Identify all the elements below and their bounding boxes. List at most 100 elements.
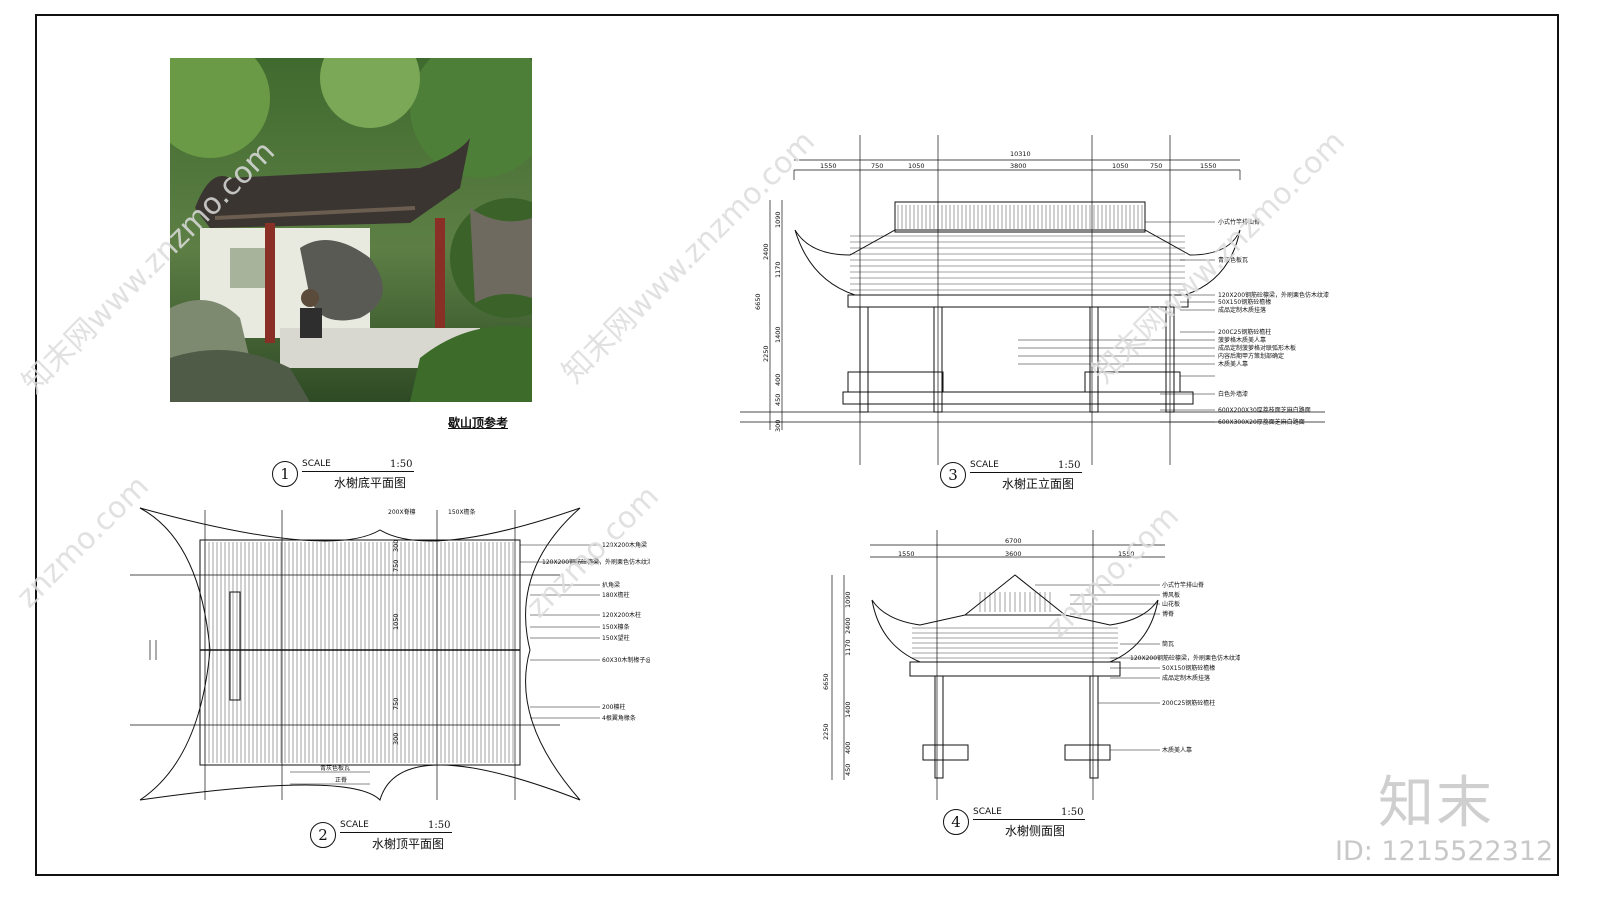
- side-note: 小式竹竿排山脊: [1162, 581, 1204, 589]
- side-note: 筒瓦: [1162, 640, 1174, 648]
- drawing-sheet-border: [35, 14, 1559, 876]
- plan-note: 正脊: [335, 776, 347, 784]
- scale-label: SCALE: [340, 820, 369, 830]
- view-title-2: 2 SCALE 1:50 水榭顶平面图: [310, 820, 460, 854]
- view-name: 水榭顶平面图: [372, 837, 445, 851]
- plan-note: 120X200木角梁: [602, 541, 647, 549]
- side-height-dim: 2250: [822, 723, 830, 740]
- scale-ratio: 1:50: [1058, 460, 1081, 471]
- front-dim: 3800: [1010, 162, 1027, 170]
- front-height-dim: 2250: [762, 345, 770, 362]
- front-note: 600X200X30厚荔枝面芝麻白路面: [1218, 406, 1311, 414]
- side-height-dim: 1090: [844, 591, 852, 608]
- front-note: 内容后期甲方策划部确定: [1218, 352, 1284, 360]
- side-height-dim: 2400: [844, 617, 852, 634]
- side-height-dim: 6650: [822, 673, 830, 690]
- plan-dim: 750: [392, 698, 400, 710]
- plan-note: 扒角梁: [602, 581, 620, 589]
- front-note: 600X300X20厚荔面芝麻白路面: [1218, 418, 1305, 426]
- brand-watermark: 知末: [1378, 771, 1494, 836]
- front-elevation-drawing: 10310 1550 750 1050 3800 1050 750 1550 1…: [740, 135, 1329, 465]
- side-dim: 1550: [1118, 550, 1135, 558]
- plan-note: 青灰色板瓦: [320, 764, 350, 772]
- view-name: 水榭侧面图: [1005, 824, 1066, 838]
- scale-ratio: 1:50: [1061, 807, 1084, 818]
- plan-note: 120X200木柱: [602, 611, 641, 619]
- plan-dim: 750: [392, 560, 400, 572]
- side-dim: 3600: [1005, 550, 1022, 558]
- scale-label: SCALE: [970, 460, 999, 470]
- side-height-dim: 1400: [844, 701, 852, 718]
- side-note: 博风板: [1162, 591, 1180, 599]
- side-note: 120X200钢筋砼檩梁，外刷栗色仿木纹漆: [1130, 654, 1240, 662]
- front-dim: 1050: [1112, 162, 1129, 170]
- front-dim: 1550: [820, 162, 837, 170]
- plan-note: 150X檩条: [602, 623, 630, 631]
- scale-ratio: 1:50: [390, 459, 413, 470]
- title-rule: [970, 472, 1082, 473]
- view-name: 水榭底平面图: [334, 476, 407, 490]
- side-note: 山花板: [1162, 600, 1180, 608]
- front-total-width: 10310: [1010, 150, 1031, 158]
- front-dim: 750: [871, 162, 883, 170]
- side-note: 木质美人靠: [1162, 746, 1192, 754]
- view-number: 3: [940, 462, 966, 488]
- view-name: 水榭正立面图: [1002, 477, 1075, 491]
- scale-label: SCALE: [973, 807, 1002, 817]
- plan-note: 200X脊檩: [388, 508, 416, 516]
- side-height-dim: 400: [844, 742, 852, 754]
- plan-note: 60X30木制椽子@130: [602, 656, 650, 664]
- front-note: 木质美人靠: [1218, 360, 1248, 368]
- front-note: 白色外墙漆: [1218, 390, 1248, 398]
- title-rule: [973, 819, 1085, 820]
- plan-note: 4根翼角椽条: [602, 714, 636, 722]
- front-note: 200C25钢筋砼檐柱: [1218, 328, 1271, 336]
- view-number: 2: [310, 822, 336, 848]
- plan-dim: 1050: [392, 613, 400, 630]
- front-note: 小式竹竿排山脊: [1218, 218, 1260, 226]
- side-dim: 1550: [898, 550, 915, 558]
- title-rule: [302, 471, 414, 472]
- front-note: 120X200钢筋砼檩梁，外刷栗色仿木纹漆: [1218, 291, 1329, 299]
- photo-caption: 歇山顶参考: [448, 416, 509, 430]
- front-dim: 1550: [1200, 162, 1217, 170]
- plan-note: 200檩柱: [602, 703, 625, 711]
- front-height-dim: 300: [774, 420, 782, 432]
- front-height-dim: 1090: [774, 211, 782, 228]
- front-height-dim: 2400: [762, 243, 770, 260]
- front-height-dim: 400: [774, 374, 782, 386]
- scale-ratio: 1:50: [428, 820, 451, 831]
- view-title-1: 1 SCALE 1:50 水榭底平面图: [272, 459, 422, 493]
- reference-photo: [170, 58, 532, 402]
- plan-note: 150X檐条: [448, 508, 476, 516]
- side-height-dim: 1170: [844, 639, 852, 656]
- view-number: 1: [272, 461, 298, 487]
- front-note: 青灰色板瓦: [1218, 256, 1248, 264]
- side-height-dim: 450: [844, 764, 852, 776]
- plan-note: 180X檐柱: [602, 591, 630, 599]
- view-number: 4: [943, 809, 969, 835]
- front-height-dim: 1400: [774, 326, 782, 343]
- view-title-3: 3 SCALE 1:50 水榭正立面图: [940, 460, 1090, 494]
- front-dim: 1050: [908, 162, 925, 170]
- front-note: 50X150钢筋砼檐椽: [1218, 298, 1271, 306]
- front-height-dim: 6650: [754, 293, 762, 310]
- front-dim: 750: [1150, 162, 1162, 170]
- front-note: 成品定制木质挂落: [1218, 306, 1266, 314]
- side-note: 200C25钢筋砼檐柱: [1162, 699, 1215, 707]
- side-elevation-drawing: 6700 1550 3600 1550 1090 2400 1170 6650 …: [822, 530, 1240, 800]
- scale-label: SCALE: [302, 459, 331, 469]
- roof-plan-drawing: 200X脊檩 150X檐条 120X200木角梁 120X200钢筋砼檩梁，外刷…: [130, 507, 650, 801]
- side-total-width: 6700: [1005, 537, 1022, 545]
- plan-note: 120X200钢筋砼檩梁，外刷栗色仿木纹漆: [542, 558, 650, 566]
- side-note: 成品定制木质挂落: [1162, 674, 1210, 682]
- view-title-4: 4 SCALE 1:50 水榭侧面图: [943, 807, 1093, 841]
- front-note: 成品定制菠萝格对联弧形木板: [1218, 344, 1296, 352]
- side-note: 博脊: [1162, 610, 1174, 618]
- title-rule: [340, 832, 452, 833]
- front-height-dim: 1170: [774, 261, 782, 278]
- plan-dim: 300: [392, 733, 400, 745]
- plan-note: 150X望柱: [602, 634, 630, 642]
- id-watermark: ID: 1215522312: [1335, 836, 1554, 867]
- front-note: 菠萝格木质美人靠: [1218, 336, 1266, 344]
